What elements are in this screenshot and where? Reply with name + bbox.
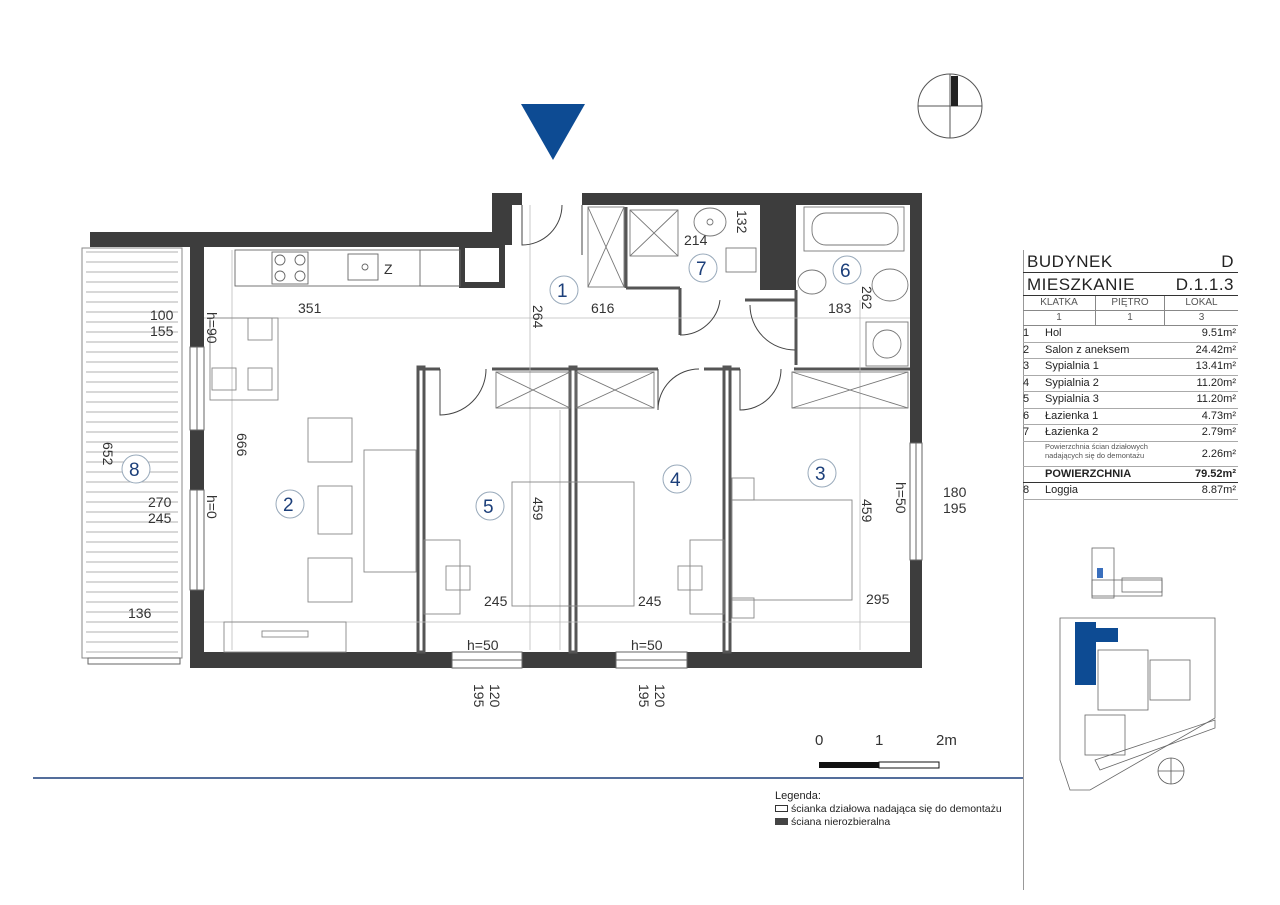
- loggia-area: [81, 247, 183, 665]
- room-label-1: 1: [549, 275, 579, 305]
- svg-text:2: 2: [283, 495, 294, 516]
- svg-text:652: 652: [100, 442, 116, 466]
- svg-text:h=50: h=50: [893, 482, 909, 514]
- column-value: 1: [1023, 311, 1095, 326]
- svg-text:4: 4: [670, 470, 681, 491]
- room-label-2: 2: [275, 489, 305, 519]
- apartment-value: D.1.1.3: [1175, 275, 1234, 294]
- legend-item-removable: ścianka działowa nadająca się do demonta…: [775, 802, 1002, 815]
- svg-text:h=90: h=90: [204, 312, 220, 344]
- room-label-6: 6: [832, 255, 862, 285]
- column-value: 3: [1164, 311, 1238, 326]
- legend: Legenda: ścianka działowa nadająca się d…: [775, 790, 1002, 828]
- walls: [90, 193, 922, 668]
- svg-text:214: 214: [684, 232, 708, 248]
- room-label-3: 3: [807, 458, 837, 488]
- svg-text:264: 264: [530, 305, 546, 329]
- kitchen-counter: [234, 249, 461, 287]
- svg-text:351: 351: [298, 300, 322, 316]
- svg-text:666: 666: [234, 433, 250, 457]
- svg-text:h=0: h=0: [204, 495, 220, 519]
- svg-text:459: 459: [859, 499, 875, 523]
- svg-text:245: 245: [638, 593, 662, 609]
- column-header: PIĘTRO: [1095, 296, 1164, 311]
- walls-note-row: Powierzchnia ścian działowych nadających…: [1023, 442, 1238, 467]
- svg-text:0: 0: [815, 732, 823, 749]
- apartment-label: MIESZKANIE: [1027, 275, 1135, 294]
- svg-text:120: 120: [652, 684, 668, 708]
- svg-text:2m: 2m: [936, 732, 957, 749]
- svg-text:459: 459: [530, 497, 546, 521]
- room-label-8: 8: [121, 454, 151, 484]
- column-header: LOKAL: [1164, 296, 1238, 311]
- svg-text:1: 1: [875, 732, 883, 749]
- permanent-wall-swatch: [775, 818, 788, 825]
- svg-text:195: 195: [471, 684, 487, 708]
- removable-wall-swatch: [775, 805, 788, 812]
- wardrobes: [495, 206, 909, 409]
- building-value: D: [1221, 252, 1234, 271]
- svg-text:195: 195: [636, 684, 652, 708]
- svg-text:155: 155: [150, 323, 174, 339]
- svg-text:6: 6: [840, 261, 851, 282]
- panel-divider: [1023, 250, 1024, 890]
- column-header: KLATKA: [1023, 296, 1095, 311]
- room-label-5: 5: [475, 491, 505, 521]
- room-label-4: 4: [662, 464, 692, 494]
- svg-text:616: 616: [591, 300, 615, 316]
- bathroom-fixtures: [629, 206, 909, 367]
- svg-text:245: 245: [484, 593, 508, 609]
- apartment-row: MIESZKANIE D.1.1.3: [1023, 273, 1238, 296]
- svg-text:195: 195: [943, 500, 967, 516]
- svg-text:183: 183: [828, 300, 852, 316]
- scale-bar: 0 1 2m: [815, 732, 957, 769]
- svg-text:295: 295: [866, 591, 890, 607]
- svg-text:100: 100: [150, 307, 174, 323]
- svg-text:120: 120: [487, 684, 503, 708]
- location-values: 1 1 3: [1023, 311, 1238, 326]
- height-labels: h=90 h=0 h=50 h=50 h=50: [204, 312, 909, 653]
- room-labels: 1 2 3 4 5 6 7 8: [121, 253, 862, 521]
- svg-text:8: 8: [129, 460, 140, 481]
- svg-text:132: 132: [734, 210, 750, 234]
- svg-text:3: 3: [815, 464, 826, 485]
- svg-text:h=50: h=50: [467, 637, 499, 653]
- dimension-labels: 264 616 351 666 214 132 183 262 100 155 …: [100, 210, 967, 708]
- furniture: [209, 317, 853, 653]
- svg-text:5: 5: [483, 497, 494, 518]
- svg-text:180: 180: [943, 484, 967, 500]
- room-label-7: 7: [688, 253, 718, 283]
- compass-icon: [917, 73, 983, 139]
- apartment-info-table: BUDYNEK D MIESZKANIE D.1.1.3 KLATKA PIĘT…: [1023, 250, 1238, 500]
- kitchen-mark: Z: [384, 261, 393, 277]
- svg-text:245: 245: [148, 510, 172, 526]
- location-headers: KLATKA PIĘTRO LOKAL: [1023, 296, 1238, 311]
- partitions: [416, 207, 910, 654]
- legend-item-permanent: ściana nierozbieralna: [775, 815, 1002, 828]
- column-value: 1: [1095, 311, 1164, 326]
- building-label: BUDYNEK: [1027, 252, 1113, 271]
- entrance-arrow-icon: [521, 104, 585, 160]
- svg-text:136: 136: [128, 605, 152, 621]
- svg-text:262: 262: [859, 286, 875, 310]
- door-swings: [439, 204, 796, 416]
- svg-text:1: 1: [557, 281, 568, 302]
- building-row: BUDYNEK D: [1023, 250, 1238, 273]
- legend-title: Legenda:: [775, 790, 821, 802]
- svg-text:h=50: h=50: [631, 637, 663, 653]
- site-key-plan: [1059, 547, 1216, 791]
- svg-text:7: 7: [696, 259, 707, 280]
- svg-text:270: 270: [148, 494, 172, 510]
- windows: [189, 346, 923, 669]
